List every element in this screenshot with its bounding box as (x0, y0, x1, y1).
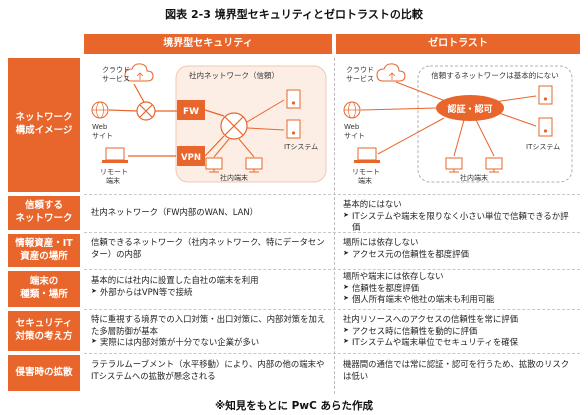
row-divider (84, 353, 580, 354)
monitor-icon (445, 157, 463, 173)
cell-location-perimeter: 信頼できるネットワーク（社内ネットワーク、特にデータセンター）の内部 (84, 234, 334, 267)
server-icon (538, 85, 553, 105)
cell-text: 場所には依存しない (343, 237, 419, 247)
globe-icon (343, 101, 361, 119)
it-system-label: ITシステム (284, 143, 318, 151)
cell-text: 機器間の通信では常に認証・認可を行うため、拡散のリスクは低い (343, 359, 570, 381)
cell-breach-perimeter: ラテラルムーブメント（水平移動）により、内部の他の端末やITシステムへの拡散が懸… (84, 356, 334, 392)
remote-label: 端末 (358, 176, 372, 185)
bullet-item: 個人所有端末や他社の端末も利用可能 (343, 294, 573, 306)
untrusted-network-area (417, 65, 573, 183)
row-label-breach: 侵害時の拡散 (8, 355, 80, 391)
web-label: サイト (344, 132, 365, 140)
label-line: セキュリティ (15, 318, 73, 330)
bullet-item: 信頼性を都度評価 (343, 283, 573, 295)
label-line: 資産の場所 (20, 250, 68, 262)
bullet-item: 実際には内部対策が十分でない企業が多い (91, 337, 327, 349)
cell-device-zerotrust: 場所や端末には依存しない 信頼性を都度評価 個人所有端末や他社の端末も利用可能 (336, 268, 580, 308)
auth-hub (436, 95, 504, 121)
label-line: ネットワーク (15, 213, 73, 224)
cell-text: 社内ネットワーク（FW内部のWAN、LAN） (91, 207, 259, 218)
globe-icon (91, 101, 109, 119)
cloud-label: クラウド (102, 66, 130, 74)
label-line: 端末の (29, 276, 59, 288)
row-divider (84, 232, 580, 233)
cell-text: 特に重視する境界での入口対策・出口対策に、内部対策を加えた多層防御が基本 (91, 314, 326, 336)
remote-label: リモート (100, 168, 128, 176)
row-divider (84, 269, 580, 270)
monitor-icon (485, 157, 503, 173)
fw-label: FW (183, 107, 199, 117)
web-label: サイト (92, 132, 113, 140)
cell-text: 場所や端末には依存しない (343, 271, 444, 281)
cell-text: 信頼できるネットワーク（社内ネットワーク、特にデータセンター）の内部 (91, 237, 325, 259)
cell-text: 基本的には社内に設置した自社の端末を利用 (91, 275, 259, 285)
bullet-item: ITシステムや端末単位でセキュリティを確保 (343, 337, 573, 349)
laptop-icon (102, 147, 128, 163)
label-line: ネットワーク (15, 112, 73, 124)
internal-terminal-label: 社内端末 (220, 173, 248, 182)
bullet-item: ITシステムや端末を限りなく小さい単位で信頼できるか評価 (343, 211, 573, 234)
web-label: Web (344, 123, 360, 131)
figure-title: 図表 2-3 境界型セキュリティとゼロトラストの比較 (165, 8, 423, 21)
row-label-trusted: 信頼するネットワーク (8, 196, 80, 230)
row-label-device: 端末の種類・場所 (8, 271, 80, 307)
label-line: 構成イメージ (15, 125, 73, 136)
web-label: Web (92, 123, 108, 131)
row-label-network-image: ネットワーク構成イメージ (8, 58, 80, 192)
cell-text: ラテラルムーブメント（水平移動）により、内部の他の端末やITシステムへの拡散が懸… (91, 359, 325, 381)
monitor-icon (245, 157, 263, 173)
perimeter-diagram: 社内ネットワーク（信頼） クラウド サービス Web サイト リモート 端末 (91, 63, 327, 185)
label-line: 情報資産・IT (15, 237, 73, 249)
auth-label: 認証・認可 (447, 103, 492, 115)
laptop-icon (354, 147, 380, 163)
cell-text: 社内リソースへのアクセスの信頼性を常に評価 (343, 314, 519, 324)
cell-trusted-perimeter: 社内ネットワーク（FW内部のWAN、LAN） (84, 196, 334, 230)
label-line: 種類・場所 (20, 289, 68, 300)
internal-terminal-label: 社内端末 (460, 173, 488, 182)
cell-text: 基本的にはない (343, 199, 402, 209)
cell-device-perimeter: 基本的には社内に設置した自社の端末を利用 外部からはVPN等で接続 (84, 272, 334, 308)
zerotrust-diagram: 信頼するネットワークは基本的にない クラウド サービス Web サイト リモート… (343, 63, 573, 185)
row-divider (84, 309, 580, 310)
server-icon (286, 89, 301, 109)
cell-breach-zerotrust: 機器間の通信では常に認証・認可を行うため、拡散のリスクは低い (336, 356, 580, 392)
header-perimeter: 境界型セキュリティ (84, 34, 332, 54)
router-icon (220, 112, 248, 140)
remote-label: 端末 (106, 176, 120, 185)
cloud-icon (124, 63, 154, 82)
fw-box (177, 100, 205, 120)
bullet-item: アクセス時に信頼性を動的に評価 (343, 326, 573, 338)
cell-approach-zerotrust: 社内リソースへのアクセスの信頼性を常に評価 アクセス時に信頼性を動的に評価 IT… (336, 311, 580, 353)
server-icon (538, 117, 553, 137)
cell-approach-perimeter: 特に重視する境界での入口対策・出口対策に、内部対策を加えた多層防御が基本 実際に… (84, 311, 334, 353)
cloud-label: サービス (346, 74, 374, 83)
vpn-label: VPN (181, 153, 201, 163)
it-system-label: ITシステム (526, 143, 560, 151)
router-icon (136, 101, 156, 121)
server-icon (286, 119, 301, 139)
cell-trusted-zerotrust: 基本的にはない ITシステムや端末を限りなく小さい単位で信頼できるか評価 (336, 196, 580, 232)
label-line: 侵害時の拡散 (15, 366, 73, 378)
cloud-label: サービス (102, 74, 130, 83)
row-divider (84, 194, 580, 195)
bullet-item: 外部からはVPN等で接続 (91, 287, 327, 299)
zt-network-label: 信頼するネットワークは基本的にない (431, 70, 559, 80)
remote-label: リモート (352, 168, 380, 176)
label-line: 対策の考え方 (15, 331, 73, 342)
cell-location-zerotrust: 場所には依存しない アクセス元の信頼性を都度評価 (336, 234, 580, 267)
row-label-approach: セキュリティ対策の考え方 (8, 311, 80, 351)
internal-network-label: 社内ネットワーク（信頼） (189, 70, 279, 80)
bullet-item: アクセス元の信頼性を都度評価 (343, 249, 573, 261)
header-zerotrust: ゼロトラスト (336, 34, 580, 54)
footnote: ※知見をもとに PwC あらた作成 (215, 400, 373, 412)
monitor-icon (205, 157, 223, 173)
column-divider (334, 58, 335, 394)
cloud-label: クラウド (346, 66, 374, 74)
vpn-box (177, 146, 205, 166)
label-line: 信頼する (24, 200, 63, 212)
cloud-icon (376, 63, 406, 82)
